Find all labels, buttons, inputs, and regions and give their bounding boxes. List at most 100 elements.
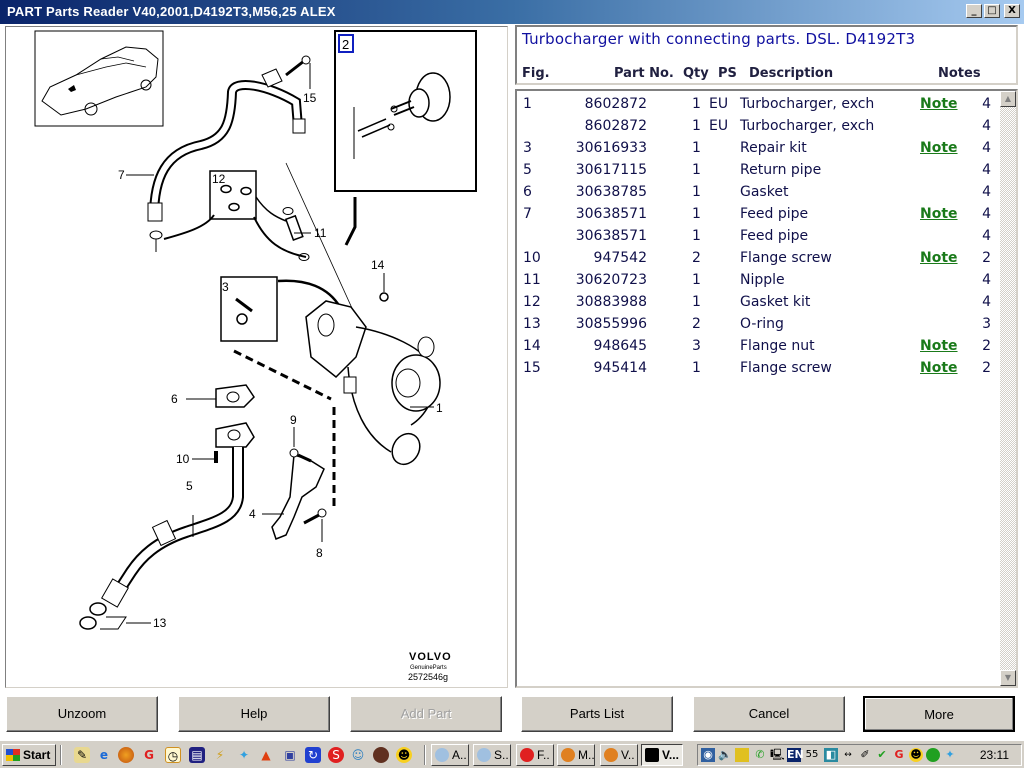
callout-6: 6 xyxy=(171,392,178,406)
note-link[interactable]: Note xyxy=(920,338,958,354)
messenger-icon[interactable]: ☺ xyxy=(351,748,365,762)
save-disk-icon[interactable]: ▤ xyxy=(189,747,205,763)
callout-1: 1 xyxy=(436,401,443,415)
smiley-icon[interactable]: ☻ xyxy=(396,747,412,763)
qty-cell: 1 xyxy=(692,206,701,222)
qty-cell: 1 xyxy=(692,96,701,112)
notes-count-cell: 4 xyxy=(982,228,991,244)
vertical-scrollbar[interactable]: ▲ ▼ xyxy=(1000,91,1016,686)
start-button[interactable]: Start xyxy=(2,744,56,766)
scroll-up-button[interactable]: ▲ xyxy=(1000,91,1016,107)
pinwheel-tray-icon[interactable]: ✦ xyxy=(945,748,955,761)
task-button[interactable]: S.. xyxy=(473,744,511,766)
qty-cell: 1 xyxy=(692,140,701,156)
internet-explorer-icon[interactable]: e xyxy=(99,748,109,762)
callout-13: 13 xyxy=(153,616,167,630)
part-number-cell: 30638571 xyxy=(575,206,647,222)
description-cell: Turbocharger, exch xyxy=(740,96,875,112)
winamp-icon[interactable]: ⚡ xyxy=(215,748,225,762)
barrel-icon[interactable] xyxy=(373,747,389,763)
qty-cell: 3 xyxy=(692,338,701,354)
task-button[interactable]: A.. xyxy=(431,744,469,766)
minimize-button[interactable]: _ xyxy=(966,4,982,18)
exploded-diagram-panel[interactable]: 2 xyxy=(5,26,508,688)
note-link[interactable]: Note xyxy=(920,206,958,222)
skype-icon[interactable]: S xyxy=(328,747,344,763)
language-indicator[interactable]: EN xyxy=(787,748,804,762)
parts-list-button[interactable]: Parts List xyxy=(521,696,673,732)
scroll-down-button[interactable]: ▼ xyxy=(1000,670,1016,686)
volume-icon[interactable]: 🔈 xyxy=(718,748,732,761)
eye-icon[interactable]: ◉ xyxy=(701,748,715,762)
callout-9: 9 xyxy=(290,413,297,427)
network-icon[interactable]: ▣ xyxy=(284,748,296,762)
parts-reader-icon xyxy=(645,748,659,762)
note-link[interactable]: Note xyxy=(920,360,958,376)
task-button[interactable]: V.. xyxy=(600,744,638,766)
window-controls: _ □ X xyxy=(966,4,1020,18)
group-title: Turbocharger with connecting parts. DSL.… xyxy=(522,30,916,48)
more-button[interactable]: More xyxy=(863,696,1015,732)
callout-4: 4 xyxy=(249,507,256,521)
connection-icon[interactable]: ◧ xyxy=(824,748,838,762)
smiley-tray-icon[interactable]: ☻ xyxy=(909,748,923,762)
task-button[interactable]: F.. xyxy=(516,744,554,766)
note-link[interactable]: Note xyxy=(920,140,958,156)
notepad-icon[interactable]: ✎ xyxy=(74,747,90,763)
pinwheel-icon[interactable]: ✦ xyxy=(238,748,250,762)
network-status-icon[interactable] xyxy=(735,748,749,762)
drawing-number: 2572546g xyxy=(408,672,448,682)
exploded-diagram[interactable]: 2 xyxy=(6,27,507,687)
callout-box-2[interactable]: 2 xyxy=(334,30,477,246)
computer-icon[interactable]: 🖳 xyxy=(770,748,785,761)
firefox-icon xyxy=(604,748,618,762)
pencil-icon[interactable]: ✐ xyxy=(860,748,870,761)
car-overview-thumbnail[interactable] xyxy=(34,30,164,127)
sync-icon[interactable]: ↻ xyxy=(305,747,321,763)
help-button[interactable]: Help xyxy=(178,696,330,732)
firefox-icon xyxy=(561,748,575,762)
note-link[interactable]: Note xyxy=(920,250,958,266)
add-part-button[interactable]: Add Part xyxy=(350,696,502,732)
start-label: Start xyxy=(23,748,51,762)
task-button-active[interactable]: V... xyxy=(641,744,683,766)
firefox-icon[interactable] xyxy=(118,747,134,763)
app-red-icon[interactable]: G xyxy=(144,748,154,762)
callout-box-3[interactable] xyxy=(220,276,278,342)
callout-box-12[interactable] xyxy=(209,170,257,220)
qty-cell: 2 xyxy=(692,316,701,332)
check-icon[interactable]: ✔ xyxy=(877,748,887,761)
notes-count-cell: 4 xyxy=(982,272,991,288)
buddy-icon[interactable] xyxy=(926,748,940,762)
messenger-tray-icon[interactable]: ✆ xyxy=(755,748,765,761)
description-cell: Flange nut xyxy=(740,338,815,354)
arrows-icon[interactable]: ↔ xyxy=(844,750,852,760)
cancel-button[interactable]: Cancel xyxy=(693,696,845,732)
unzoom-button[interactable]: Unzoom xyxy=(6,696,158,732)
maximize-button[interactable]: □ xyxy=(984,4,1000,18)
close-button[interactable]: X xyxy=(1004,4,1020,18)
clock-app-icon[interactable]: ◷ xyxy=(165,747,181,763)
note-link[interactable]: Note xyxy=(920,96,958,112)
callout-10: 10 xyxy=(176,452,190,466)
task-button[interactable]: M.. xyxy=(557,744,595,766)
burner-icon[interactable]: ▲ xyxy=(261,748,271,762)
turbocharger[interactable] xyxy=(305,300,441,469)
callout-3: 3 xyxy=(222,280,229,294)
app-red-tray-icon[interactable]: G xyxy=(894,748,904,761)
qty-cell: 1 xyxy=(692,272,701,288)
